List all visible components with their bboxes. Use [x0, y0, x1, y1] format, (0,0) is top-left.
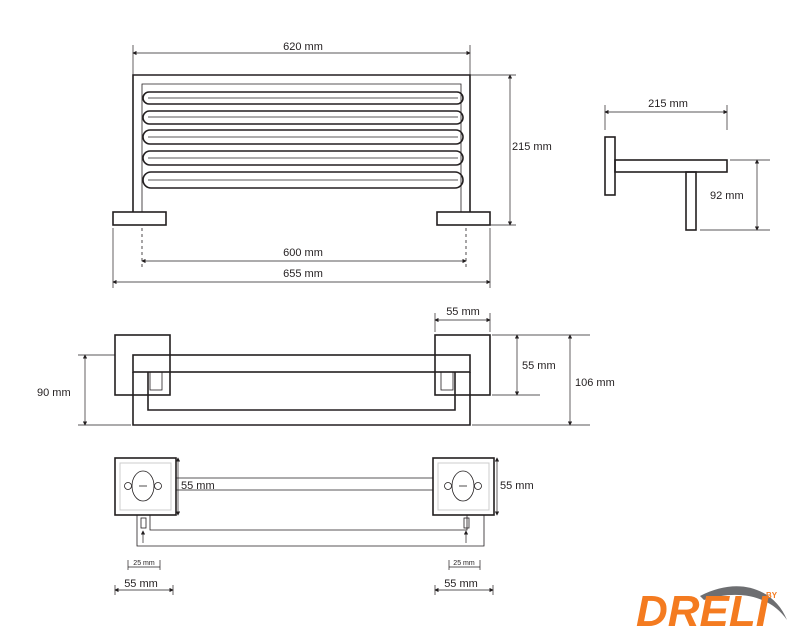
logo-by: BY	[766, 591, 778, 600]
dim-620: 620 mm	[283, 41, 323, 53]
dim-92: 92 mm	[710, 190, 744, 202]
dim-55-plate-height: 55 mm	[522, 360, 556, 372]
dim-55-mount-left: 55 mm	[181, 480, 215, 492]
top-view: 55 mm 55 mm 106 mm 90 mm	[37, 306, 615, 426]
front-view: 620 mm 215 mm 600 mm 655 mm	[112, 41, 552, 288]
logo-swoosh	[700, 586, 787, 620]
shelf-rails	[142, 91, 464, 189]
dim-55-bottom-right: 55 mm	[444, 578, 478, 590]
dim-215-front: 215 mm	[512, 141, 552, 153]
dim-55-plate-width: 55 mm	[446, 306, 480, 318]
left-foot	[112, 211, 167, 226]
right-foot	[436, 211, 491, 226]
dim-215-side: 215 mm	[648, 98, 688, 110]
side-view: 215 mm 92 mm	[604, 98, 770, 231]
dim-600: 600 mm	[283, 247, 323, 259]
dim-25-right: 25 mm	[453, 560, 475, 567]
dim-55-mount-right: 55 mm	[500, 480, 534, 492]
dreli-logo: DRELI BY	[636, 586, 787, 636]
mounting-view: 55 mm 55 mm 25 mm 25 mm 55 mm 55 mm	[114, 457, 534, 595]
dim-655: 655 mm	[283, 268, 323, 280]
dim-106: 106 mm	[575, 377, 615, 389]
dim-55-bottom-left: 55 mm	[124, 578, 158, 590]
dim-90: 90 mm	[37, 387, 71, 399]
dim-25-left: 25 mm	[133, 560, 155, 567]
logo-text: DRELI	[636, 587, 769, 636]
